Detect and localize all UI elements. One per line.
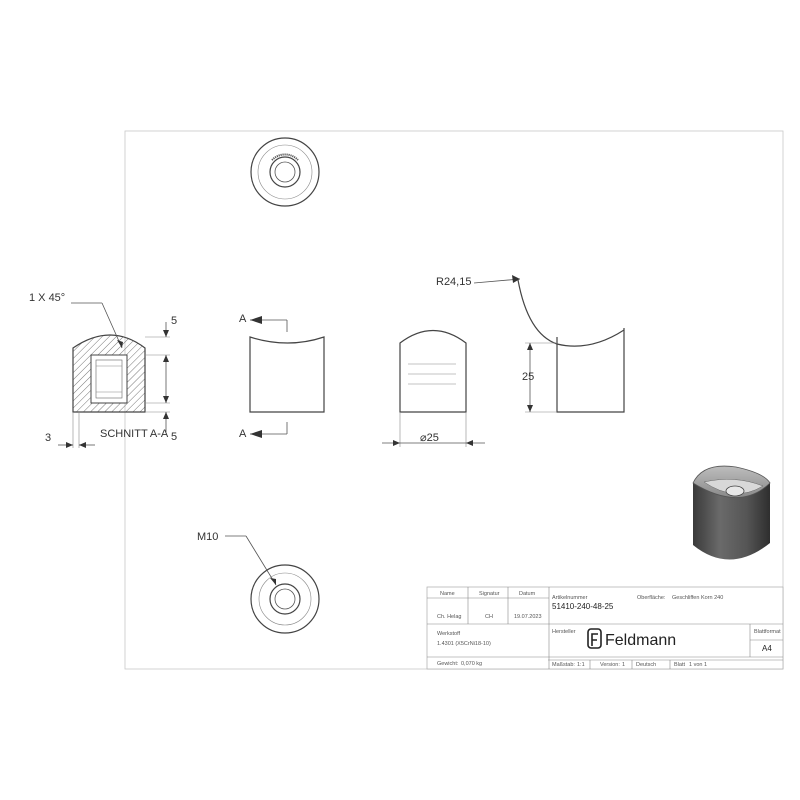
dim-top-label: 5 <box>171 315 177 327</box>
top-view <box>250 137 320 207</box>
tb-value-language: Deutsch <box>636 662 656 668</box>
right-view: R24,15 25 <box>436 275 625 413</box>
isometric-render <box>692 465 771 560</box>
tb-value-scale: 1:1 <box>577 662 585 668</box>
tb-value-sheet-format: A4 <box>762 644 772 653</box>
tb-header-sheet: Blatt <box>674 662 685 668</box>
company-name: Feldmann <box>605 632 676 649</box>
section-marker-top: A <box>239 313 247 325</box>
tb-value-material: 1.4301 (X5CrNi18-10) <box>437 641 491 647</box>
height-label: 25 <box>522 371 534 383</box>
tb-header-surface: Oberfläche: <box>637 595 666 601</box>
tb-value-sheet: 1 von 1 <box>689 662 707 668</box>
tb-header-version: Version: <box>600 662 620 668</box>
dim-bottom-label: 5 <box>171 431 177 443</box>
tb-header-signature: Signatur <box>479 591 500 597</box>
tb-value-version: 1 <box>622 662 625 668</box>
tb-header-sheet-format: Blattformat <box>754 629 781 635</box>
tb-header-article-number: Artikelnummer <box>552 595 588 601</box>
tb-header-scale: Maßstab: <box>552 662 575 668</box>
radius-label: R24,15 <box>436 276 471 288</box>
title-block: Name Signatur Datum Ch. Helag CH 19.07.2… <box>426 586 784 670</box>
dim-wall-label: 3 <box>45 432 51 444</box>
tb-value-weight: 0,070 kg <box>461 661 482 667</box>
tb-header-manufacturer: Hersteller <box>552 629 576 635</box>
tb-value-date: 19.07.2023 <box>514 614 542 620</box>
section-title: SCHNITT A-A <box>100 428 169 440</box>
tb-header-date: Datum <box>519 591 536 597</box>
tb-value-signature: CH <box>485 614 493 620</box>
bottom-view: M10 <box>197 531 320 634</box>
tb-value-article-number: 51410-240-48-25 <box>552 602 614 611</box>
section-view: 1 X 45° 5 5 3 SCHNITT A-A <box>29 292 177 448</box>
feldmann-logo-icon <box>587 628 602 649</box>
side-view: ⌀25 <box>382 330 485 447</box>
thread-label: M10 <box>197 531 218 543</box>
tb-value-surface: Geschliffen Korn 240 <box>672 595 723 601</box>
chamfer-label: 1 X 45° <box>29 292 65 304</box>
tb-value-name: Ch. Helag <box>437 614 461 620</box>
tb-header-material: Werkstoff <box>437 631 460 637</box>
front-view: A A <box>239 313 325 440</box>
tb-header-weight: Gewicht: <box>437 661 459 667</box>
diameter-label: ⌀25 <box>420 432 439 444</box>
section-marker-bottom: A <box>239 428 247 440</box>
tb-header-name: Name <box>440 591 455 597</box>
